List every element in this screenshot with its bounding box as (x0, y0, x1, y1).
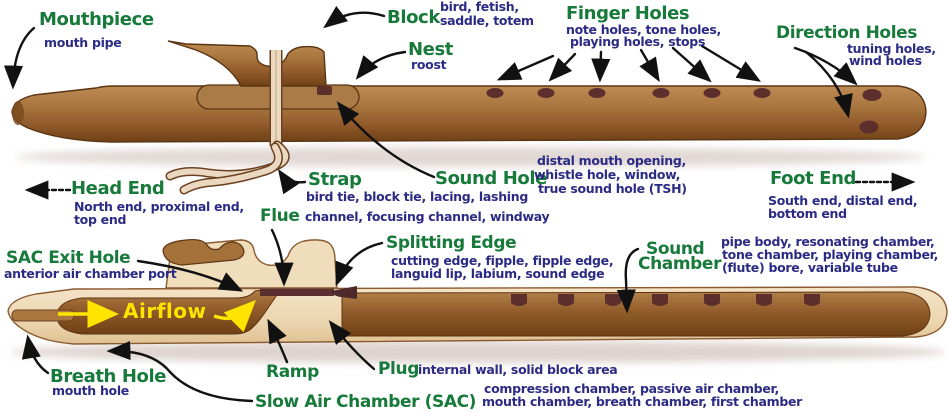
label-sound-hole: Sound Hole (435, 168, 547, 189)
label-nest: Nest (408, 39, 453, 60)
arrow-finger-hole-4 (639, 48, 660, 83)
arrow-direction-hole-2 (804, 50, 853, 119)
airflow-arrows (58, 300, 256, 333)
arrow-finger-hole-1 (496, 54, 555, 81)
label-sound-chamber-2: Chamber (638, 254, 722, 274)
top-flute (11, 40, 927, 195)
alt-direction-holes-1: tuning holes, (847, 41, 936, 56)
label-head-end: Head End (71, 178, 165, 199)
alt-block-1: bird, fetish, (440, 0, 519, 14)
arrow-block (323, 5, 386, 29)
strap-lacing (165, 50, 290, 195)
alt-head-end-1: North end, proximal end, (74, 199, 244, 214)
arrow-flue (270, 228, 294, 287)
label-ramp: Ramp (266, 362, 319, 382)
label-mouthpiece: Mouthpiece (39, 9, 154, 30)
alt-sound-chamber-3: (flute) bore, variable tube (722, 260, 898, 275)
alt-sound-chamber-1: pipe body, resonating chamber, (721, 234, 935, 249)
flue-channel (260, 288, 334, 296)
mouthpiece-tip (12, 101, 24, 125)
bird-cap-cross-section (162, 238, 245, 266)
arrow-plug (328, 320, 376, 371)
alt-splitting-edge-2: languid lip, labium, sound edge (391, 266, 605, 281)
alt-sac-exit-hole: anterior air chamber port (4, 266, 177, 281)
label-strap: Strap (308, 169, 362, 190)
label-foot-end: Foot End (770, 168, 856, 189)
label-airflow: Airflow (123, 299, 207, 323)
sound-chamber-bore (341, 291, 931, 337)
alt-nest: roost (411, 57, 447, 72)
alt-splitting-edge-1: cutting edge, fipple, fipple edge, (391, 253, 614, 268)
arrow-finger-hole-5 (671, 46, 712, 83)
arrow-nest (355, 50, 407, 80)
label-sound-chamber-1: Sound (646, 239, 705, 259)
bird-block (167, 40, 327, 87)
alt-direction-holes-2: wind holes (849, 53, 922, 68)
alt-foot-end-2: bottom end (768, 206, 847, 221)
alt-foot-end-1: South end, distal end, (768, 193, 918, 208)
arrow-finger-hole-3 (591, 50, 611, 83)
alt-plug: internal wall, solid block area (418, 362, 618, 377)
alt-sound-hole-3: true sound hole (TSH) (538, 181, 687, 196)
arrow-strap (278, 169, 307, 195)
label-flue: Flue (260, 206, 300, 226)
label-splitting-edge: Splitting Edge (386, 233, 517, 253)
alt-strap: bird tie, block tie, lacing, lashing (306, 189, 529, 204)
bottom-flute-shadow (10, 341, 946, 363)
alt-sound-hole-2: whistle hole, window, (534, 167, 681, 182)
alt-head-end-2: top end (74, 212, 127, 227)
label-block: Block (387, 7, 440, 28)
sound-hole (317, 86, 332, 95)
alt-mouthpiece: mouth pipe (44, 35, 122, 50)
arrow-sac-exit (136, 259, 244, 292)
alt-sound-hole-1: distal mouth opening, (537, 153, 686, 168)
alt-block-2: saddle, totem (440, 13, 534, 28)
leader-arrows (3, 5, 916, 403)
arrow-splitting-edge (335, 241, 384, 287)
splitting-edge-wedge (331, 286, 357, 299)
arrow-sound-hole (336, 101, 436, 179)
label-direction-holes: Direction Holes (776, 23, 917, 43)
alt-finger-holes-2: playing holes, stops (570, 34, 706, 49)
flute-body (11, 85, 927, 143)
arrow-ramp (267, 318, 289, 364)
alt-slow-air-chamber-1: compression chamber, passive air chamber… (484, 381, 779, 396)
label-breath-hole: Breath Hole (50, 366, 167, 387)
label-plug: Plug (378, 359, 419, 379)
label-finger-holes: Finger Holes (566, 3, 690, 24)
alt-flue: channel, focusing channel, windway (305, 209, 550, 224)
finger-holes (486, 88, 771, 98)
arrow-breath-hole (21, 334, 50, 375)
direction-holes (859, 89, 882, 134)
arrow-slow-air-chamber (106, 340, 254, 403)
alt-finger-holes-1: note holes, tone holes, (566, 22, 721, 37)
alt-sound-chamber-2: tone chamber, playing chamber, (722, 247, 939, 262)
arrow-finger-hole-6 (700, 44, 762, 82)
alt-breath-hole: mouth hole (52, 383, 129, 398)
arrow-mouthpiece (3, 26, 36, 90)
label-slow-air-chamber: Slow Air Chamber (SAC) (255, 392, 477, 412)
top-flute-shadow (15, 147, 925, 167)
arrow-sound-chamber (616, 247, 640, 314)
arrow-direction-hole-1 (793, 46, 858, 86)
label-sac-exit-hole: SAC Exit Hole (6, 248, 131, 268)
arrow-finger-hole-2 (548, 52, 577, 82)
alt-slow-air-chamber-2: mouth chamber, breath chamber, first cha… (482, 394, 803, 409)
